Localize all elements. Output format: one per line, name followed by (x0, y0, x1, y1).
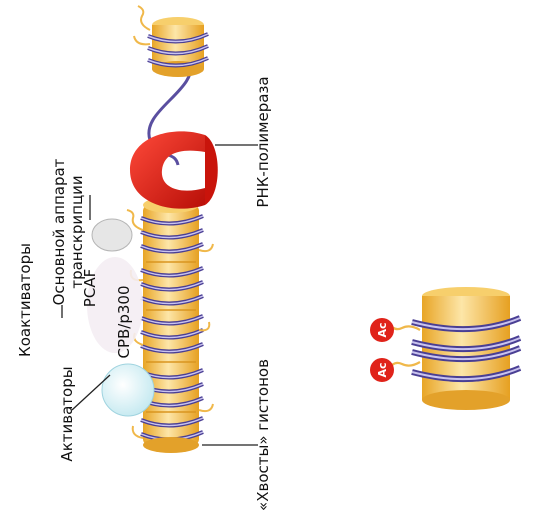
acetyl-label-1: Ac (376, 362, 389, 377)
label-rna-polymerase: РНК-полимераза (254, 76, 272, 207)
label-basal-line1: Основной аппарат (50, 158, 68, 305)
label-tails: «Хвосты» гистонов (254, 359, 272, 511)
rna-polymerase-shape (130, 131, 205, 208)
label-cbp: CPB/p300 (115, 285, 133, 358)
activator-shape (102, 364, 154, 416)
acetyl-group-1: Ac (370, 358, 394, 382)
label-activators: Активаторы (58, 366, 76, 461)
acetyl-label-2: Ac (376, 322, 389, 337)
basal-apparatus-shape (92, 219, 132, 251)
nucleosome-top (134, 6, 208, 77)
acetylated-nucleosome (388, 287, 520, 410)
label-pcaf: PCAF (81, 269, 99, 307)
nucleosome-fiber (141, 197, 203, 453)
label-coactivators: Коактиваторы (16, 243, 34, 357)
acetyl-group-2: Ac (370, 318, 394, 342)
